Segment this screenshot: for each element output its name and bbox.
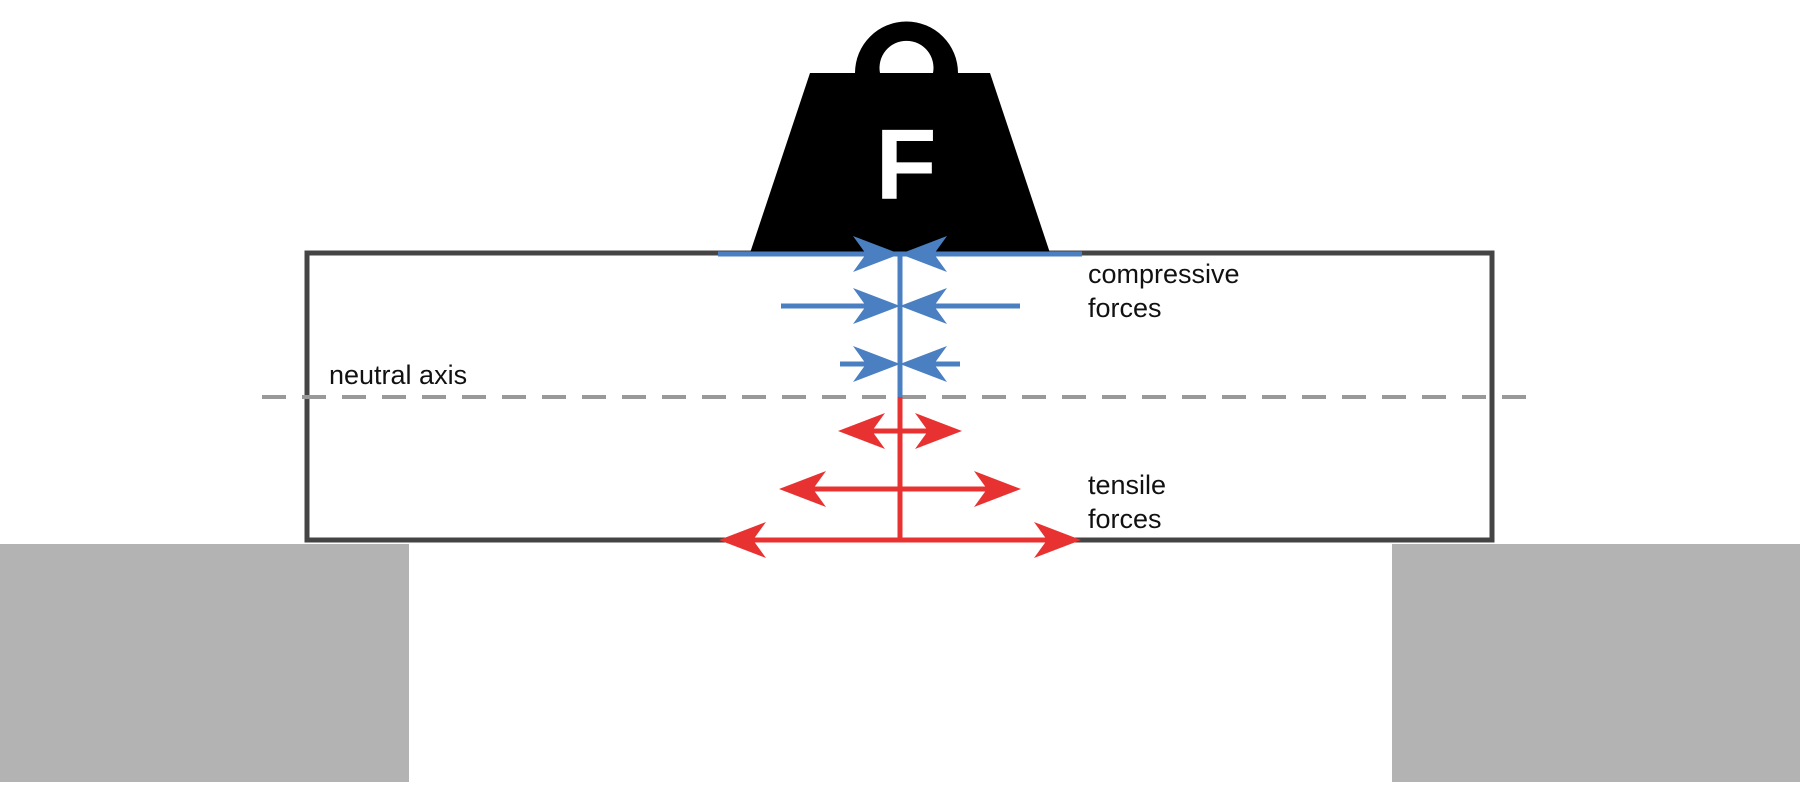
- neutral-axis-label: neutral axis: [329, 358, 467, 392]
- tension-arrow-2-right: [974, 471, 1021, 507]
- compression-arrow-2-left: [853, 288, 900, 324]
- tensile-forces-label: tensile forces: [1088, 468, 1166, 536]
- compressive-label-line1: compressive: [1088, 259, 1240, 289]
- tension-arrow-2-left: [779, 471, 826, 507]
- tensile-forces: [719, 397, 1081, 558]
- compression-arrow-2-right: [900, 288, 947, 324]
- compressive-forces: [718, 236, 1082, 397]
- compression-arrow-3-right: [900, 346, 947, 382]
- compression-arrow-3-left: [853, 346, 900, 382]
- tensile-label-line2: forces: [1088, 504, 1162, 534]
- right-support: [1392, 544, 1800, 782]
- left-support: [0, 544, 409, 782]
- tension-arrow-3-left: [719, 522, 766, 558]
- tension-arrow-1-left: [838, 413, 885, 449]
- compression-arrow-1-left: [853, 236, 900, 272]
- tensile-label-line1: tensile: [1088, 470, 1167, 500]
- compressive-forces-label: compressive forces: [1088, 257, 1240, 325]
- tension-arrow-1-right: [915, 413, 962, 449]
- weight-icon: [750, 21, 1050, 253]
- tension-arrow-3-right: [1034, 522, 1081, 558]
- neutral-axis-label-text: neutral axis: [329, 360, 468, 390]
- compression-arrow-1-right: [900, 236, 947, 272]
- weight-letter: F: [875, 109, 937, 221]
- compressive-label-line2: forces: [1088, 293, 1162, 323]
